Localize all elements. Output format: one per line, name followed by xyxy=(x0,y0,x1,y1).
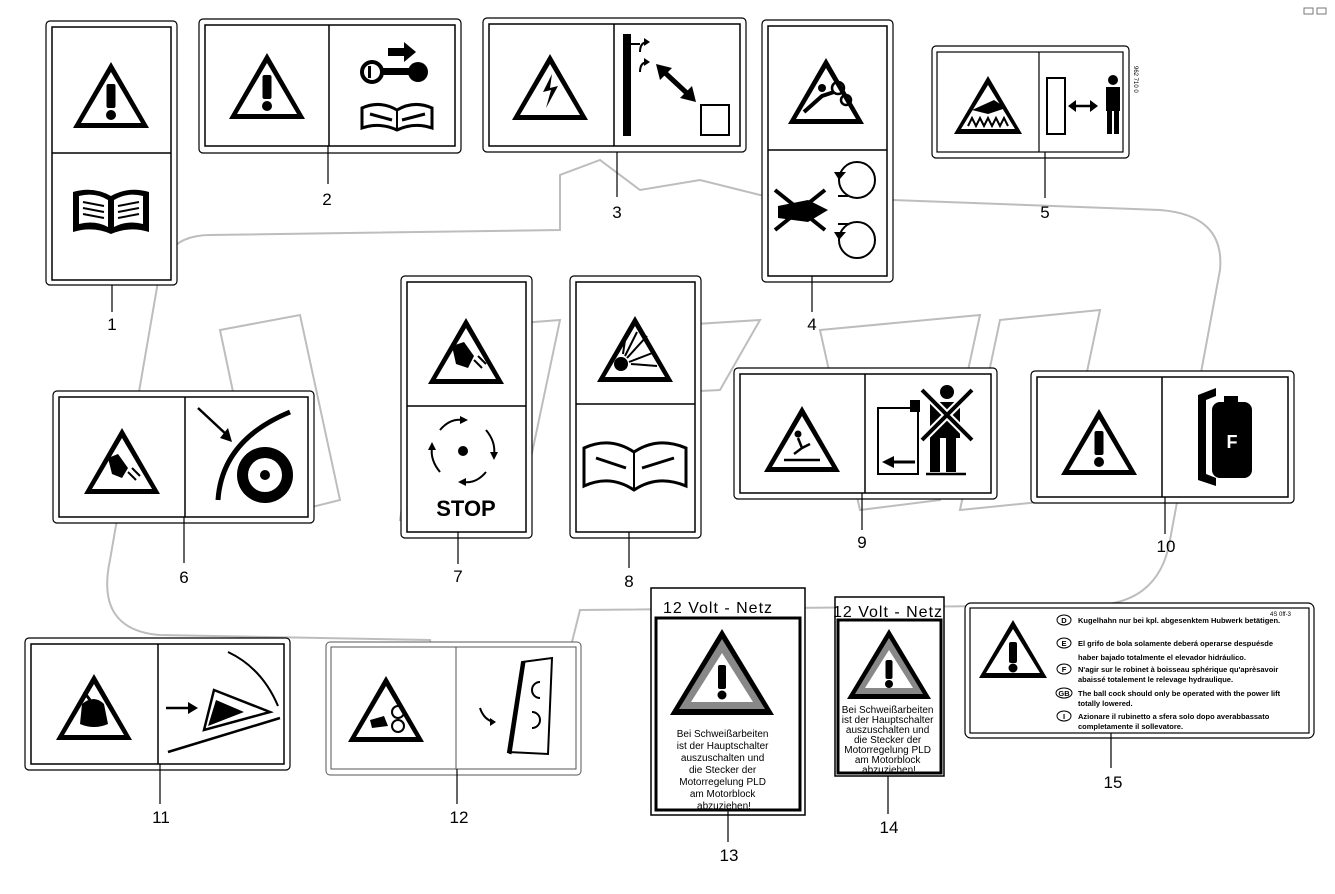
extinguisher-letter: F xyxy=(1227,432,1238,452)
callout-15: 15 xyxy=(1104,773,1123,792)
decal-11[interactable] xyxy=(24,637,291,771)
svg-text:Azionare il rubinetto a sfera: Azionare il rubinetto a sfera solo dopo … xyxy=(1078,712,1270,721)
callout-numbers: 1 2 3 4 5 6 7 8 9 10 11 12 13 14 15 xyxy=(107,190,1175,865)
callout-2: 2 xyxy=(322,190,331,209)
decal-12[interactable] xyxy=(325,641,582,776)
decal-3[interactable] xyxy=(482,17,747,153)
svg-text:I: I xyxy=(1063,712,1065,721)
manual-wrench-icon xyxy=(360,103,434,132)
callout-9: 9 xyxy=(857,533,866,552)
remove-key-icon xyxy=(360,42,428,84)
leader-lines xyxy=(111,146,1166,842)
decal-2[interactable] xyxy=(198,18,462,154)
callout-6: 6 xyxy=(179,568,188,587)
electric-shock-icon xyxy=(512,54,588,120)
callout-12: 12 xyxy=(450,808,469,827)
svg-text:F: F xyxy=(1062,665,1067,674)
language-list: D Kugelhahn nur bei kpl. abgesenktem Hub… xyxy=(1055,614,1281,731)
callout-3: 3 xyxy=(612,203,621,222)
wait-rotation-stop-icon xyxy=(428,416,498,486)
decal-15-code: 4S 0ff-3 xyxy=(1270,612,1292,618)
rotating-blade-icon xyxy=(197,407,293,503)
decal-6[interactable] xyxy=(52,390,315,524)
crushing-hazard-icon xyxy=(954,76,1022,134)
general-warning-icon xyxy=(73,62,149,128)
callout-4: 4 xyxy=(807,315,816,334)
corner-scale-icon xyxy=(1303,7,1327,15)
callout-5: 5 xyxy=(1040,203,1049,222)
decal-13[interactable]: 12 Volt - Netz Bei Schweißarbeiten ist d… xyxy=(650,587,806,816)
hand-cutting-warning-icon xyxy=(428,318,504,384)
auger-hazard-warning-icon xyxy=(56,674,132,740)
svg-text:Kugelhahn nur bei kpl. abgesen: Kugelhahn nur bei kpl. abgesenktem Hubwe… xyxy=(1078,616,1280,625)
decal-5[interactable]: 962 710 0 xyxy=(931,45,1138,159)
rollers-gap-icon xyxy=(479,656,554,756)
svg-text:D: D xyxy=(1061,616,1067,625)
decal-14[interactable]: 12 Volt - Netz Bei Schweißarbeiten ist d… xyxy=(833,596,945,777)
svg-text:The ball cock should only be o: The ball cock should only be operated wi… xyxy=(1078,689,1281,698)
svg-text:GB: GB xyxy=(1058,689,1070,698)
callout-7: 7 xyxy=(453,567,462,586)
keep-distance-icon xyxy=(1046,75,1120,135)
manual-wrench-icon xyxy=(582,441,688,492)
fall-hazard-warning-icon xyxy=(764,406,840,472)
callout-10: 10 xyxy=(1157,537,1176,556)
svg-text:abaissé totalement le relevage: abaissé totalement le relevage hydrauliq… xyxy=(1078,675,1233,684)
general-warning-icon xyxy=(229,53,305,119)
overhead-line-distance-icon xyxy=(623,34,730,136)
callout-11: 11 xyxy=(152,808,170,827)
general-warning-icon xyxy=(979,620,1047,678)
callout-8: 8 xyxy=(624,572,633,591)
callout-14: 14 xyxy=(880,818,899,837)
stop-label: STOP xyxy=(436,496,496,521)
decal-8[interactable] xyxy=(569,275,702,539)
callout-13: 13 xyxy=(720,846,739,865)
decal-14-text: Bei Schweißarbeiten ist der Hauptschalte… xyxy=(842,705,937,776)
feed-roller-icon xyxy=(166,651,281,754)
decal-14-title: 12 Volt - Netz xyxy=(833,604,943,621)
general-warning-icon xyxy=(1061,409,1137,475)
hatched-warning-icon xyxy=(670,629,774,715)
svg-text:completamente il sollevatore.: completamente il sollevatore. xyxy=(1078,722,1183,731)
hand-entanglement-warning-icon xyxy=(348,676,424,742)
svg-text:N'agir sur le robinet à boisse: N'agir sur le robinet à boisseau sphériq… xyxy=(1078,665,1278,674)
decal-13-text: Bei Schweißarbeiten ist der Hauptschalte… xyxy=(677,729,772,812)
decal-4[interactable] xyxy=(761,19,894,283)
callout-1: 1 xyxy=(107,315,116,334)
decal-13-title: 12 Volt - Netz xyxy=(663,600,773,617)
entanglement-warning-icon xyxy=(788,58,864,124)
fire-extinguisher-icon xyxy=(1198,388,1252,486)
hand-cutting-warning-icon xyxy=(84,428,160,494)
decal-5-code: 962 710 0 xyxy=(1132,66,1138,93)
decal-15[interactable]: 4S 0ff-3 D Kugelhahn nur bei kpl. abgese… xyxy=(964,602,1315,739)
manual-book-icon xyxy=(73,189,149,234)
no-reach-rotating-icon xyxy=(773,161,876,259)
svg-text:E: E xyxy=(1061,639,1066,648)
svg-text:El grifo de bola solamente deb: El grifo de bola solamente deberá operar… xyxy=(1078,639,1273,648)
hatched-warning-icon xyxy=(847,629,931,699)
svg-text:haber bajado totalmente el ele: haber bajado totalmente el elevador hidr… xyxy=(1078,653,1246,662)
svg-text:totally lowered.: totally lowered. xyxy=(1078,699,1133,708)
decal-7[interactable]: STOP xyxy=(400,275,533,539)
explosion-warning-icon xyxy=(597,316,673,382)
decal-1[interactable] xyxy=(45,20,178,286)
no-riding-icon xyxy=(877,385,975,476)
decal-10[interactable]: F xyxy=(1030,370,1295,504)
decal-9[interactable] xyxy=(733,367,998,500)
